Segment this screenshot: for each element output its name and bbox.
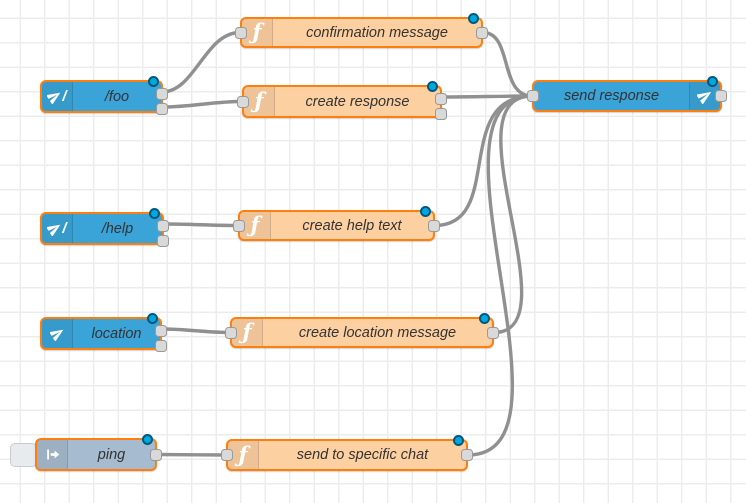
output-port-1[interactable] xyxy=(155,325,167,337)
paper-plane-icon xyxy=(42,319,73,348)
node-label: create response xyxy=(305,93,410,110)
wire-location-to-create-location-message[interactable] xyxy=(160,327,232,335)
output-port[interactable] xyxy=(487,326,499,339)
node-label: send to specific chat xyxy=(296,447,429,463)
inject-arrow-icon xyxy=(37,440,68,469)
paper-plane-slash-icon: / xyxy=(42,214,73,243)
wire-send-to-specific-chat-to-send-response[interactable] xyxy=(466,94,534,457)
node-send-to-specific-chat[interactable]: ƒ send to specific chat xyxy=(221,435,473,471)
node-label: location xyxy=(91,325,142,342)
node-help[interactable]: / /help xyxy=(40,208,169,247)
inject-button[interactable] xyxy=(10,443,37,467)
wire-foo-to-confirmation-message[interactable] xyxy=(160,30,242,94)
changed-indicator-dot xyxy=(479,313,490,324)
node-location[interactable]: location xyxy=(40,313,167,352)
function-icon: ƒ xyxy=(244,87,275,116)
node-label: /foo xyxy=(104,88,130,105)
input-port[interactable] xyxy=(237,95,249,108)
node-ping[interactable]: ping xyxy=(35,434,162,471)
output-port-1[interactable] xyxy=(157,220,169,232)
node-label: create location message xyxy=(298,324,457,341)
changed-indicator-dot xyxy=(142,434,153,445)
wire-ping-to-send-to-specific-chat[interactable] xyxy=(155,452,228,457)
output-port[interactable] xyxy=(461,449,473,461)
changed-indicator-dot xyxy=(148,76,159,87)
node-send-response[interactable]: send response xyxy=(527,76,727,112)
wire-help-to-create-help-text[interactable] xyxy=(162,222,240,228)
function-icon: ƒ xyxy=(242,19,273,46)
output-port-1[interactable] xyxy=(156,88,168,100)
node-label: create help text xyxy=(302,217,402,234)
function-icon: ƒ xyxy=(228,441,259,469)
changed-indicator-dot xyxy=(147,313,158,324)
changed-indicator-dot xyxy=(427,81,438,92)
input-port[interactable] xyxy=(235,26,247,39)
node-label: confirmation message xyxy=(306,24,448,41)
input-port[interactable] xyxy=(527,90,539,102)
node-foo[interactable]: / /foo xyxy=(40,76,168,115)
function-icon: ƒ xyxy=(232,319,263,346)
node-label: /help xyxy=(101,220,134,237)
wire-create-help-text-to-send-response[interactable] xyxy=(433,94,534,228)
input-port[interactable] xyxy=(221,449,233,461)
output-port[interactable] xyxy=(476,26,488,39)
output-port-2[interactable] xyxy=(155,340,167,352)
node-label: send response xyxy=(563,88,660,104)
changed-indicator-dot xyxy=(453,435,464,446)
node-create-location-message[interactable]: ƒ create location message xyxy=(225,313,499,348)
changed-indicator-dot xyxy=(420,206,431,217)
paper-plane-icon xyxy=(689,82,720,110)
output-port-2[interactable] xyxy=(435,108,447,120)
output-port-2[interactable] xyxy=(157,235,169,247)
paper-plane-slash-icon: / xyxy=(42,82,73,111)
node-confirmation-message[interactable]: ƒ confirmation message xyxy=(235,13,488,48)
input-port[interactable] xyxy=(233,219,245,232)
changed-indicator-dot xyxy=(149,208,160,219)
node-create-help-text[interactable]: ƒ create help text xyxy=(233,206,440,241)
wire-create-location-message-to-send-response[interactable] xyxy=(492,94,534,335)
input-port[interactable] xyxy=(225,326,237,339)
output-port[interactable] xyxy=(715,90,727,102)
output-port[interactable] xyxy=(428,219,440,232)
node-create-response[interactable]: ƒ create response xyxy=(237,81,447,120)
output-port-2[interactable] xyxy=(156,103,168,115)
wire-foo-to-create-response[interactable] xyxy=(160,99,244,109)
output-port[interactable] xyxy=(150,448,162,461)
changed-indicator-dot xyxy=(468,13,479,24)
wire-confirmation-message-to-send-response[interactable] xyxy=(481,30,534,98)
changed-indicator-dot xyxy=(707,76,718,87)
function-icon: ƒ xyxy=(240,212,271,239)
output-port-1[interactable] xyxy=(435,93,447,105)
node-label: ping xyxy=(97,446,126,463)
